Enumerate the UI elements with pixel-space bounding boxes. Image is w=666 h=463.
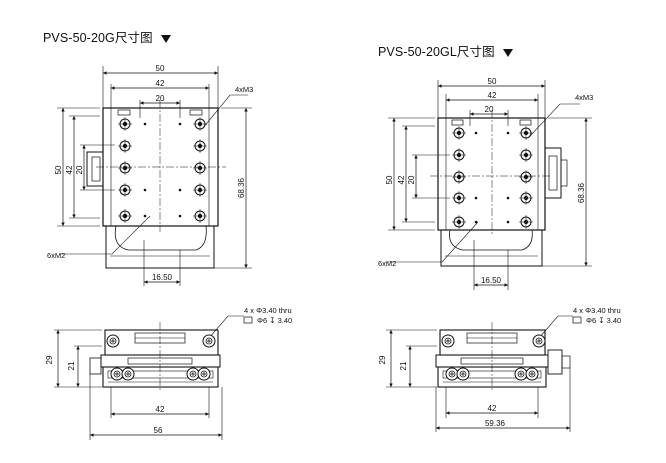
left-front-note-line2: Φ6 ↧ 3.40 <box>257 316 292 325</box>
left-top-dim-68: 68.36 <box>237 177 246 198</box>
right-top-callout-m2: 6xM2 <box>378 259 396 268</box>
right-front-dim-21: 21 <box>399 361 408 370</box>
right-top-view <box>388 80 592 290</box>
right-front-note-line2: Φ6 ↧ 3.40 <box>586 316 621 325</box>
left-front-note-line1: 4 x Φ3.40 thru <box>244 306 292 315</box>
right-front-screws <box>441 334 546 381</box>
view-title-left: PVS-50-20G尺寸图 <box>43 27 171 46</box>
left-top-callout-m3: 4xM3 <box>235 85 253 94</box>
right-top-dim-68: 68.36 <box>577 182 586 203</box>
left-front-dim-29: 29 <box>45 355 54 364</box>
left-top-dim-50: 50 <box>156 64 165 73</box>
right-top-holes <box>451 125 534 230</box>
right-top-dim-1650: 16.50 <box>481 276 502 285</box>
left-front-screws <box>106 334 216 381</box>
right-front-note-line1: 4 x Φ3.40 thru <box>573 306 621 315</box>
left-top-dim-h20: 20 <box>75 165 84 174</box>
right-top-dim-50: 50 <box>488 77 497 86</box>
left-top-dim-42: 42 <box>156 79 165 88</box>
right-front-dim-42: 42 <box>488 404 497 413</box>
view-title-right-text: PVS-50-20GL尺寸图 <box>378 45 495 59</box>
right-front-dim-29: 29 <box>378 355 387 364</box>
left-front-dim-56: 56 <box>154 426 163 435</box>
left-top-dim-h50: 50 <box>54 165 63 174</box>
right-top-dim-h42: 42 <box>397 175 406 184</box>
left-front-dim-21: 21 <box>67 361 76 370</box>
view-title-right: PVS-50-20GL尺寸图 <box>378 41 513 60</box>
left-top-dim-20: 20 <box>156 94 165 103</box>
left-top-dim-h42: 42 <box>65 165 74 174</box>
right-top-dim-h20: 20 <box>407 175 416 184</box>
right-top-callout-m3: 4xM3 <box>575 93 593 102</box>
right-top-dim-20: 20 <box>485 105 494 114</box>
expand-triangle-icon <box>160 34 171 43</box>
left-top-callout-m2: 6xM2 <box>47 251 65 260</box>
left-top-dim-1650: 16.50 <box>152 273 173 282</box>
counterbore-symbol-icon <box>572 316 582 324</box>
counterbore-symbol-icon <box>243 316 253 324</box>
expand-triangle-icon <box>502 48 513 57</box>
left-front-dim-42: 42 <box>156 405 165 414</box>
view-title-left-text: PVS-50-20G尺寸图 <box>43 31 153 45</box>
right-front-view <box>386 315 573 432</box>
right-top-dim-h50: 50 <box>385 175 394 184</box>
left-top-holes <box>117 116 208 224</box>
right-front-dim-5936: 59.36 <box>485 419 506 428</box>
left-front-view <box>54 315 244 440</box>
right-top-dim-42: 42 <box>488 91 497 100</box>
left-top-view <box>57 66 252 286</box>
